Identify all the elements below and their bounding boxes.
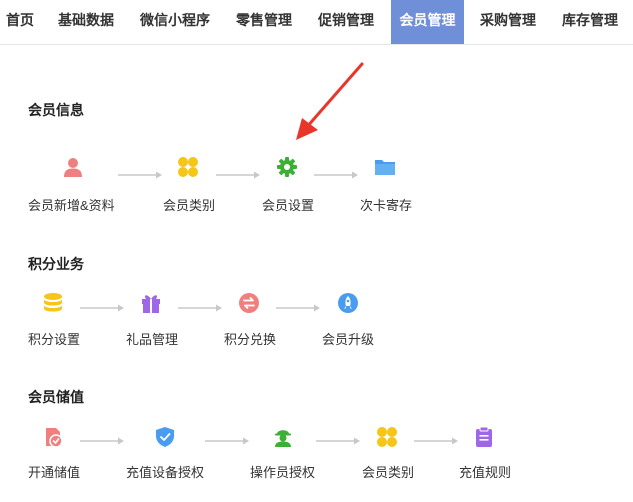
flow-arrow <box>316 437 360 445</box>
clipboard-icon <box>476 426 492 447</box>
flow-item-points-settings[interactable]: 积分设置 <box>28 292 88 352</box>
card-check-icon <box>46 428 63 448</box>
flow-arrow <box>205 437 249 445</box>
tab-retail[interactable]: 零售管理 <box>236 12 292 28</box>
flow-label: 充值设备授权 <box>126 465 205 480</box>
tab-purchase[interactable]: 采购管理 <box>480 12 536 28</box>
flow-item-recharge-rules[interactable]: 充值规则 <box>459 426 519 486</box>
section-title-points-business: 积分业务 <box>28 256 84 272</box>
flow-item-gift-management[interactable]: 礼品管理 <box>126 292 186 352</box>
flow-arrow <box>414 437 458 445</box>
section-title-member-info: 会员信息 <box>28 102 84 118</box>
folder-icon <box>375 160 395 175</box>
flow-item-open-stored-value[interactable]: 开通储值 <box>28 426 88 486</box>
tab-promotion[interactable]: 促销管理 <box>318 12 374 28</box>
flow-arrow <box>276 304 320 312</box>
clover-icon <box>178 157 198 177</box>
flow-label: 会员类别 <box>362 465 415 480</box>
flow-item-member-settings[interactable]: 会员设置 <box>262 156 322 216</box>
flow-arrow <box>216 171 260 179</box>
flow-arrow <box>80 304 124 312</box>
flow-item-points-exchange[interactable]: 积分兑换 <box>224 292 284 352</box>
flow-label: 开通储值 <box>28 465 81 480</box>
shield-check-icon <box>156 427 174 447</box>
flow-label: 会员新增&资料 <box>28 198 115 213</box>
flow-label: 积分兑换 <box>224 332 277 347</box>
section-title-member-stored-value: 会员储值 <box>28 389 84 405</box>
annotation-arrow <box>296 62 364 140</box>
flow-label: 礼品管理 <box>126 332 179 347</box>
flow-arrow <box>314 171 358 179</box>
operator-icon <box>275 430 291 447</box>
flow-item-member-add[interactable]: 会员新增&资料 <box>28 156 128 216</box>
coins-icon <box>44 293 62 312</box>
flow-arrow <box>80 437 124 445</box>
user-icon <box>64 158 82 177</box>
rocket-icon <box>338 293 358 313</box>
flow-item-operator-auth[interactable]: 操作员授权 <box>250 426 330 486</box>
flow-item-recharge-device-auth[interactable]: 充值设备授权 <box>126 426 216 486</box>
flow-label: 会员升级 <box>322 332 375 347</box>
flow-label: 积分设置 <box>28 332 81 347</box>
flow-arrow <box>178 304 222 312</box>
flow-item-member-category[interactable]: 会员类别 <box>163 156 223 216</box>
flow-item-member-upgrade[interactable]: 会员升级 <box>322 292 382 352</box>
flow-item-card-deposit[interactable]: 次卡寄存 <box>360 156 420 216</box>
tab-member[interactable]: 会员管理 <box>391 0 464 44</box>
tab-inventory[interactable]: 库存管理 <box>562 12 618 28</box>
tab-wechat-miniprogram[interactable]: 微信小程序 <box>140 12 210 28</box>
flow-label: 会员设置 <box>262 198 315 213</box>
flow-label: 次卡寄存 <box>360 198 413 213</box>
gear-icon <box>277 157 297 177</box>
tab-home[interactable]: 首页 <box>6 12 34 28</box>
flow-label: 会员类别 <box>163 198 216 213</box>
top-nav: 首页 基础数据 微信小程序 零售管理 促销管理 会员管理 采购管理 库存管理 <box>0 0 633 45</box>
flow-label: 充值规则 <box>459 465 512 480</box>
gift-icon <box>142 295 160 313</box>
flow-arrow <box>118 171 162 179</box>
tab-basic-data[interactable]: 基础数据 <box>58 12 114 28</box>
flow-item-member-category-2[interactable]: 会员类别 <box>362 426 422 486</box>
exchange-icon <box>239 293 259 313</box>
flow-label: 操作员授权 <box>250 465 316 480</box>
clover-icon <box>377 427 397 447</box>
